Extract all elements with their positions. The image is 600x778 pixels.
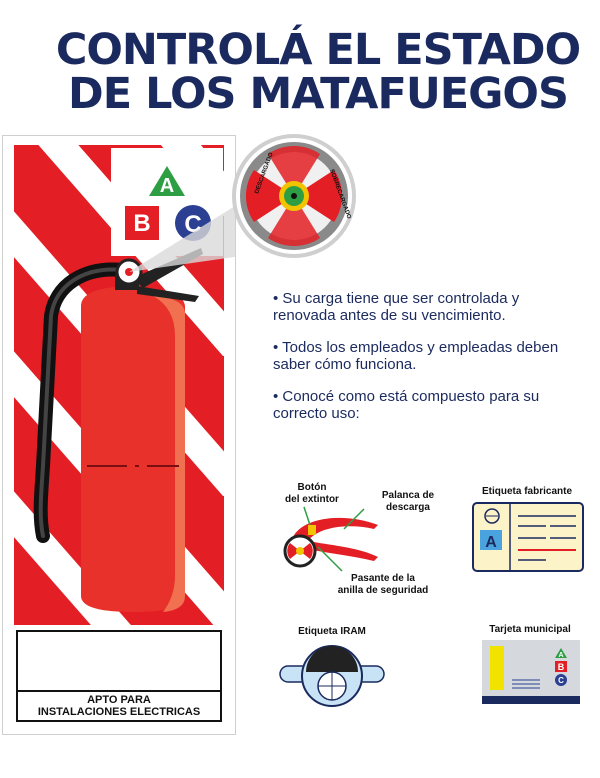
cylinder	[81, 286, 185, 612]
label-tarjeta-municipal: Tarjeta municipal	[489, 624, 571, 635]
class-b-square	[125, 206, 159, 240]
extinguisher-illustration: A B C	[14, 145, 235, 625]
label-etiqueta-iram: Etiqueta IRAM	[298, 626, 366, 637]
sign-caption-line1: APTO PARA	[87, 694, 151, 706]
iram-label-icon	[279, 645, 385, 707]
sign-caption-line2: INSTALACIONES ELECTRICAS	[37, 706, 201, 718]
label-etiqueta-fabricante: Etiqueta fabricante	[481, 486, 573, 497]
info-bullets: • Su carga tiene que ser controlada y re…	[273, 290, 573, 437]
discharge-lever-bottom	[137, 286, 199, 302]
bullet-carga: • Su carga tiene que ser controlada y re…	[273, 290, 520, 324]
label-palanca: Palanca de descarga	[381, 490, 435, 513]
sign-blank-area	[18, 632, 220, 692]
card-class-b: B	[558, 662, 565, 672]
bullet-empleados: • Todos los empleados y empleadas deben …	[273, 339, 559, 373]
municipal-card-icon: A B C	[482, 640, 580, 704]
card-class-c: C	[558, 676, 564, 685]
extinguisher-sign: A B C APTO PARA INSTALACIONES ELECTRICAS	[2, 135, 236, 735]
page-title-line1: CONTROLÁ EL ESTADO	[55, 25, 581, 75]
class-b-letter: B	[133, 210, 150, 237]
sign-caption-box: APTO PARA INSTALACIONES ELECTRICAS	[16, 630, 222, 722]
bullet-compuesto: • Conocé como está compuesto para su cor…	[273, 388, 540, 422]
fabricante-letter: A	[485, 534, 497, 551]
class-a-letter: A	[160, 175, 174, 197]
valve-diagram	[283, 506, 378, 572]
manufacturer-label-icon: A	[472, 502, 584, 572]
page-title-line2: DE LOS MATAFUEGOS	[68, 69, 569, 119]
class-a-triangle	[149, 166, 185, 196]
gauge-zoom: DESCARGADO SOBRECARGADO	[232, 134, 356, 258]
label-pasante: Pasante de la anilla de seguridad	[337, 573, 429, 596]
card-class-a: A	[558, 652, 563, 659]
label-boton: Botón del extintor	[285, 482, 339, 505]
